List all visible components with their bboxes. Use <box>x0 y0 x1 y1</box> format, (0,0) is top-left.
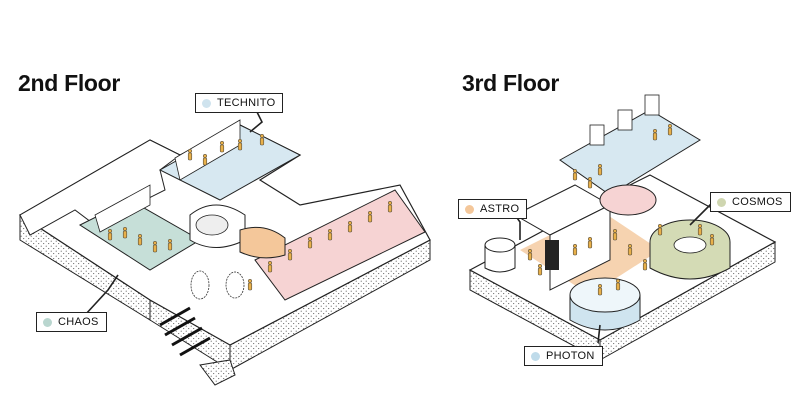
zone-label: ASTRO <box>480 203 520 215</box>
zone-label: CHAOS <box>58 316 99 328</box>
astro-dot-icon <box>465 204 474 214</box>
chaos-dot-icon <box>43 317 52 327</box>
second-floor-plan <box>18 107 431 386</box>
third-floor-plan <box>468 94 777 361</box>
zone-label: TECHNITO <box>217 97 276 109</box>
zone-callout-cosmos: COSMOS <box>710 192 791 212</box>
zone-label: COSMOS <box>732 196 783 208</box>
zone-callout-chaos: CHAOS <box>36 312 107 332</box>
zone-callout-photon: PHOTON <box>524 346 603 366</box>
photon-dot-icon <box>531 351 540 361</box>
zone-label: PHOTON <box>546 350 595 362</box>
floor-title-3rd: 3rd Floor <box>462 70 559 96</box>
zone-callout-astro: ASTRO <box>458 199 528 219</box>
technito-dot-icon <box>202 98 211 108</box>
zone-callout-technito: TECHNITO <box>195 93 284 113</box>
floor-title-2nd: 2nd Floor <box>18 70 121 96</box>
cosmos-dot-icon <box>717 197 726 207</box>
